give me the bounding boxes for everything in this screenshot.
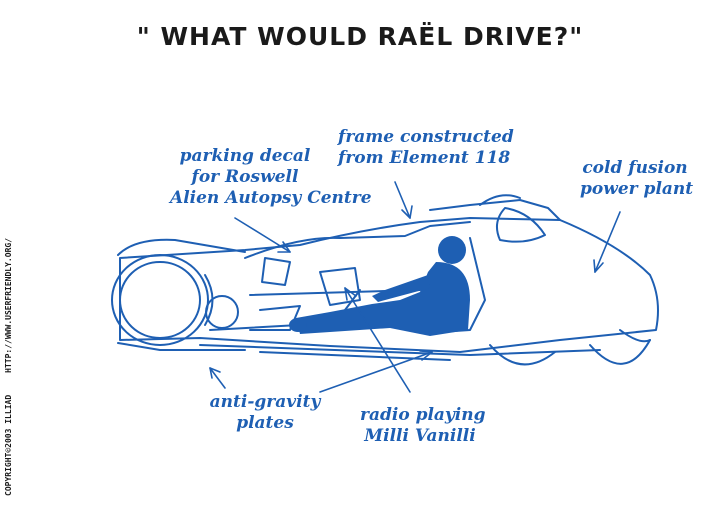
label-line: radio playing <box>360 405 486 425</box>
label-line: for Roswell <box>191 167 299 187</box>
label-frame: frame constructed from Element 118 <box>338 127 514 169</box>
label-line: Milli Vanilli <box>364 426 476 446</box>
label-cold-fusion: cold fusion power plant <box>580 158 694 200</box>
label-line: from Element 118 <box>338 148 511 168</box>
label-line: anti-gravity <box>209 392 321 412</box>
label-line: parking decal <box>179 146 311 166</box>
label-radio: radio playing Milli Vanilli <box>360 405 486 447</box>
label-anti-gravity: anti-gravity plates <box>205 392 325 434</box>
label-line: power plant <box>580 179 694 199</box>
label-line: Alien Autopsy Centre <box>170 188 372 208</box>
comic-title: " WHAT WOULD RAËL DRIVE?" <box>136 22 584 51</box>
label-parking-decal: parking decal for Roswell Alien Autopsy … <box>170 146 372 209</box>
url-text: HTTP://WWW.USERFRIENDLY.ORG/ <box>4 237 13 373</box>
label-line: cold fusion <box>582 158 688 178</box>
copyright-text: COPYRIGHT©2003 ILLIAD <box>4 394 13 496</box>
label-line: plates <box>236 413 294 433</box>
copyright-sidebar: COPYRIGHT©2003 ILLIAD HTTP://WWW.USERFRI… <box>4 238 16 496</box>
label-line: frame constructed <box>338 127 514 147</box>
